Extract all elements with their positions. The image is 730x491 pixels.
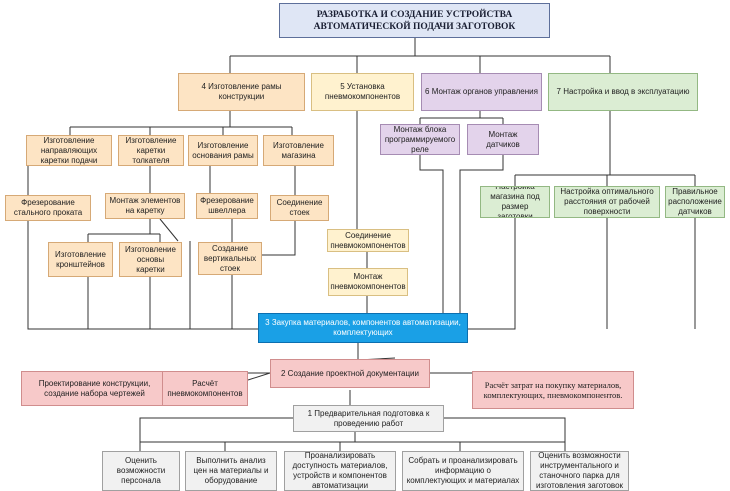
cost-calc-node: Расчёт затрат на покупку материалов, ком… xyxy=(472,371,634,409)
pusher-carriage-node: Изготовление каретки толкателя xyxy=(118,135,184,166)
pneumo-install-node: 5 Установка пневмокомпонентов xyxy=(311,73,414,111)
tune-magazine-node: Настройка магазина под размер заготовки xyxy=(480,186,550,218)
sensor-placement-node: Правильное расположение датчиков xyxy=(665,186,725,218)
channel-milling-node: Фрезерование швеллера xyxy=(196,193,258,219)
rack-joint-node: Соединение стоек xyxy=(270,195,329,221)
tooling-assessment-node: Оценить возможности инструментального и … xyxy=(530,451,629,491)
price-analysis-node: Выполнить анализ цен на материалы и обор… xyxy=(185,451,277,491)
vertical-racks-node: Создание вертикальных стоек xyxy=(198,242,262,275)
frame-manufacturing-node: 4 Изготовление рамы конструкции xyxy=(178,73,305,111)
controls-install-node: 6 Монтаж органов управления xyxy=(421,73,542,111)
tune-distance-node: Настройка оптимального расстояния от раб… xyxy=(554,186,660,218)
purchase-node: 3 Закупка материалов, компонентов автома… xyxy=(258,313,468,343)
setup-commissioning-node: 7 Настройка и ввод в эксплуатацию xyxy=(548,73,698,111)
project-title-node: РАЗРАБОТКА И СОЗДАНИЕ УСТРОЙСТВА АВТОМАТ… xyxy=(279,3,550,38)
pneumo-mount-node: Монтаж пневмокомпонентов xyxy=(328,268,408,296)
pneumo-calc-node: Расчёт пневмокомпонентов xyxy=(162,371,248,406)
staff-assessment-node: Оценить возможности персонала xyxy=(102,451,180,491)
component-info-node: Собрать и проанализировать информацию о … xyxy=(402,451,524,491)
carriage-mounting-node: Монтаж элементов на каретку xyxy=(105,193,185,219)
guide-rails-node: Изготовление направляющих каретки подачи xyxy=(26,135,112,166)
availability-analysis-node: Проанализировать доступность материалов,… xyxy=(284,451,396,491)
design-drawings-node: Проектирование конструкции, создание наб… xyxy=(21,371,168,406)
sensor-mount-node: Монтаж датчиков xyxy=(467,124,539,155)
plc-mount-node: Монтаж блока программируемого реле xyxy=(380,124,460,155)
brackets-node: Изготовление кронштейнов xyxy=(48,242,113,277)
preparation-node: 1 Предварительная подготовка к проведени… xyxy=(293,405,444,432)
frame-base-node: Изготовление основания рамы xyxy=(188,135,258,166)
magazine-node: Изготовление магазина xyxy=(263,135,334,166)
steel-milling-node: Фрезерование стального проката xyxy=(5,195,91,221)
carriage-base-node: Изготовление основы каретки xyxy=(119,242,182,277)
pneumo-connect-node: Соединение пневмокомпонентов xyxy=(327,229,409,252)
project-docs-node: 2 Создание проектной документации xyxy=(270,359,430,388)
